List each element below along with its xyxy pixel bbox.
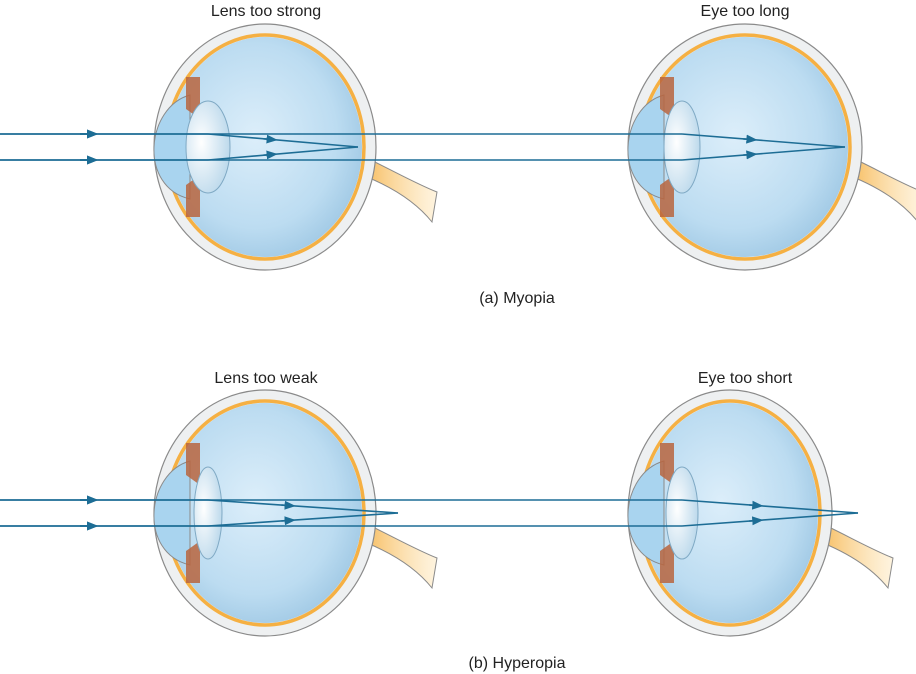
caption-myopia: (a) Myopia [479, 290, 555, 307]
refracted-ray [681, 499, 859, 514]
cornea [627, 94, 665, 200]
eye-panel-hyperopia-weak-lens: Lens too weak [0, 370, 438, 637]
vitreous-body [642, 37, 848, 257]
refracted-ray [207, 512, 399, 527]
cornea [627, 460, 665, 566]
iris-upper [186, 443, 200, 485]
eye-panel-hyperopia-short-eye: Eye too short [0, 370, 894, 637]
crystalline-lens [665, 466, 699, 560]
panel-title: Lens too weak [214, 370, 318, 387]
ray-arrow [749, 500, 764, 510]
ray-arrow [743, 134, 758, 144]
refracted-ray [681, 512, 859, 527]
crystalline-lens [663, 100, 701, 194]
refracted-ray [207, 146, 359, 161]
refracted-ray [681, 146, 846, 161]
vitreous-body [168, 37, 362, 257]
ray-arrow [743, 150, 758, 160]
panel-title: Eye too short [698, 370, 793, 387]
eye-panel-myopia-strong-lens: Lens too strong [0, 3, 438, 271]
refracted-ray [207, 133, 359, 148]
ray-arrow [281, 516, 296, 526]
refracted-ray [207, 499, 399, 514]
panel-title: Lens too strong [211, 3, 321, 20]
eye-panel-myopia-long-eye: Eye too long [0, 3, 916, 271]
caption-hyperopia: (b) Hyperopia [469, 655, 566, 672]
panel-title: Eye too long [701, 3, 790, 20]
iris-lower [660, 541, 674, 583]
cornea [153, 94, 191, 200]
iris-upper [660, 443, 674, 485]
iris-lower [186, 541, 200, 583]
ray-arrow [263, 150, 278, 160]
iris-upper [660, 77, 674, 119]
ray-arrow [749, 516, 764, 526]
iris-lower [660, 175, 674, 217]
crystalline-lens [193, 466, 223, 560]
refracted-ray [681, 133, 846, 148]
ray-arrow [263, 134, 278, 144]
ray-arrow [281, 500, 296, 510]
vitreous-body [642, 403, 818, 623]
cornea [153, 460, 191, 566]
crystalline-lens [185, 100, 231, 194]
vitreous-body [168, 403, 362, 623]
